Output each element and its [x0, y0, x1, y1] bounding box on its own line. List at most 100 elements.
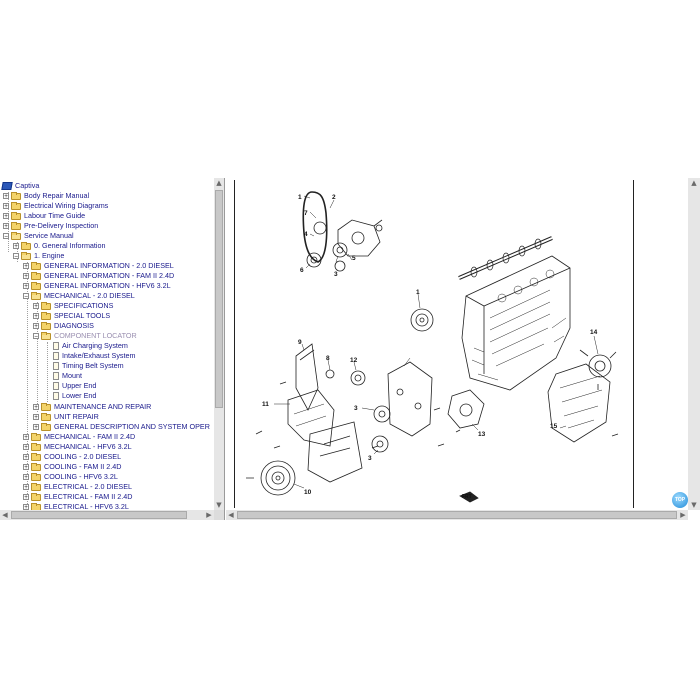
tree-node-engine[interactable]: − 1. Engine [13, 251, 64, 261]
tree-doc-intake-exhaust-system[interactable]: Intake/Exhaust System [51, 351, 136, 361]
tree-node-mechanical-2-0-diesel[interactable]: − MECHANICAL - 2.0 DIESEL [23, 291, 135, 301]
expand-icon[interactable]: + [23, 504, 29, 510]
expand-icon[interactable]: + [3, 213, 9, 220]
scroll-left-icon[interactable]: ◀ [228, 511, 234, 519]
scroll-up-icon[interactable]: ▲ [691, 179, 697, 187]
tree-node-gen-info-2-0-diesel[interactable]: + GENERAL INFORMATION - 2.0 DIESEL [23, 261, 174, 271]
diagram-horizontal-scroll-thumb[interactable] [237, 511, 677, 519]
tree-node-cooling-fam-ii[interactable]: + COOLING - FAM II 2.4D [23, 462, 121, 472]
scroll-left-icon[interactable]: ◀ [2, 511, 8, 519]
expand-icon[interactable]: + [23, 283, 29, 290]
scrollbar-corner [214, 510, 224, 520]
tree-node-label: UNIT REPAIR [54, 412, 99, 421]
tree-node-label: ELECTRICAL - FAM II 2.4D [44, 492, 133, 501]
tree-node-body-repair-manual[interactable]: + Body Repair Manual [3, 191, 89, 201]
scroll-to-top-button[interactable]: TOP [672, 492, 688, 508]
tree-node-labour-time-guide[interactable]: + Labour Time Guide [3, 211, 85, 221]
expand-icon[interactable]: + [23, 474, 29, 481]
open-folder-icon [21, 251, 31, 260]
expand-icon[interactable]: + [23, 494, 29, 501]
tree-node-general-information[interactable]: + 0. General Information [13, 241, 106, 251]
folder-icon [41, 321, 51, 330]
tree-doc-air-charging-system[interactable]: Air Charging System [51, 341, 128, 351]
tree-node-diagnosis[interactable]: + DIAGNOSIS [33, 321, 94, 331]
folder-icon [31, 261, 41, 270]
tree-node-electrical-wiring-diagrams[interactable]: + Electrical Wiring Diagrams [3, 201, 108, 211]
tree-doc-timing-belt-system[interactable]: Timing Belt System [51, 361, 124, 371]
tree-vertical-scroll-thumb[interactable] [215, 190, 223, 408]
book-icon [1, 182, 13, 190]
tree-node-label: COMPONENT LOCATOR [54, 331, 137, 340]
tree-node-cooling-hfv6[interactable]: + COOLING - HFV6 3.2L [23, 472, 118, 482]
scroll-right-icon[interactable]: ▶ [680, 511, 686, 519]
tree-node-maintenance-and-repair[interactable]: + MAINTENANCE AND REPAIR [33, 402, 151, 412]
tree-node-label: SPECIFICATIONS [54, 301, 114, 310]
expand-icon[interactable]: + [23, 263, 29, 270]
collapse-icon[interactable]: − [3, 233, 9, 240]
tree-node-label: Labour Time Guide [24, 211, 86, 220]
tree-doc-upper-end[interactable]: Upper End [51, 381, 96, 391]
expand-icon[interactable]: + [33, 303, 39, 310]
tree-node-specifications[interactable]: + SPECIFICATIONS [33, 301, 113, 311]
expand-icon[interactable]: + [33, 323, 39, 330]
folder-icon [11, 201, 21, 210]
expand-icon[interactable]: + [3, 193, 9, 200]
tree-node-label: COOLING - FAM II 2.4D [44, 462, 122, 471]
tree-horizontal-scroll-thumb[interactable] [11, 511, 187, 519]
tree-node-gen-info-hfv6[interactable]: + GENERAL INFORMATION - HFV6 3.2L [23, 281, 171, 291]
tree-node-cooling-2-0-diesel[interactable]: + COOLING - 2.0 DIESEL [23, 452, 121, 462]
folder-icon [41, 412, 51, 421]
expand-icon[interactable]: + [13, 243, 19, 250]
tree-node-mechanical-hfv6[interactable]: + MECHANICAL - HFV6 3.2L [23, 442, 132, 452]
document-icon [53, 382, 59, 390]
tree-node-mechanical-fam-ii[interactable]: + MECHANICAL - FAM II 2.4D [23, 432, 135, 442]
expand-icon[interactable]: + [23, 484, 29, 491]
document-icon [53, 392, 59, 400]
folder-icon [11, 221, 21, 230]
tree-node-electrical-hfv6[interactable]: + ELECTRICAL - HFV6 3.2L [23, 502, 129, 510]
expand-icon[interactable]: + [23, 464, 29, 471]
expand-icon[interactable]: + [33, 313, 39, 320]
tree-node-label: Intake/Exhaust System [62, 351, 136, 360]
folder-icon [11, 191, 21, 200]
expand-icon[interactable]: + [23, 454, 29, 461]
tree-node-service-manual[interactable]: − Service Manual [3, 231, 74, 241]
scroll-down-icon[interactable]: ▼ [691, 501, 697, 509]
diagram-horizontal-scrollbar[interactable]: ◀ ▶ [226, 510, 688, 520]
tree-node-unit-repair[interactable]: + UNIT REPAIR [33, 412, 99, 422]
tree-node-label: Electrical Wiring Diagrams [24, 201, 109, 210]
scroll-right-icon[interactable]: ▶ [206, 511, 212, 519]
collapse-icon[interactable]: − [33, 333, 39, 340]
scroll-up-icon[interactable]: ▲ [216, 179, 222, 187]
diagram-vertical-scrollbar[interactable]: ▲ ▼ [688, 178, 700, 510]
scroll-down-icon[interactable]: ▼ [216, 501, 222, 509]
expand-icon[interactable]: + [3, 203, 9, 210]
expand-icon[interactable]: + [33, 424, 39, 431]
callout-3b: 3 [354, 405, 358, 412]
expand-icon[interactable]: + [23, 273, 29, 280]
tree-horizontal-scrollbar[interactable]: ◀ ▶ [0, 510, 214, 520]
navigation-tree-pane: Captiva + Body Repair Manual + Electrica… [0, 178, 225, 520]
expand-icon[interactable]: + [23, 434, 29, 441]
collapse-icon[interactable]: − [23, 293, 29, 300]
expand-icon[interactable]: + [33, 414, 39, 421]
collapse-icon[interactable]: − [13, 253, 19, 260]
expand-icon[interactable]: + [23, 444, 29, 451]
expand-icon[interactable]: + [33, 404, 39, 411]
tree-node-gen-info-fam-ii[interactable]: + GENERAL INFORMATION - FAM II 2.4D [23, 271, 174, 281]
tree-node-special-tools[interactable]: + SPECIAL TOOLS [33, 311, 110, 321]
tree-node-label: MECHANICAL - 2.0 DIESEL [44, 291, 135, 300]
expand-icon[interactable]: + [3, 223, 9, 230]
tree-node-label: GENERAL INFORMATION - HFV6 3.2L [44, 281, 171, 290]
tree-vertical-scrollbar[interactable]: ▲ ▼ [214, 178, 224, 510]
tree-node-label: Lower End [62, 391, 97, 400]
tree-node-component-locator[interactable]: − COMPONENT LOCATOR [33, 331, 137, 341]
tree-node-electrical-fam-ii[interactable]: + ELECTRICAL - FAM II 2.4D [23, 492, 132, 502]
tree-doc-mount[interactable]: Mount [51, 371, 82, 381]
tree-node-pre-delivery-inspection[interactable]: + Pre-Delivery Inspection [3, 221, 98, 231]
tree-node-electrical-2-0-diesel[interactable]: + ELECTRICAL - 2.0 DIESEL [23, 482, 132, 492]
tree-doc-lower-end[interactable]: Lower End [51, 391, 96, 401]
tree-node-general-description[interactable]: + GENERAL DESCRIPTION AND SYSTEM OPER [33, 422, 210, 432]
callout-8: 8 [326, 355, 330, 362]
tree-node-captiva[interactable]: Captiva [1, 181, 39, 191]
